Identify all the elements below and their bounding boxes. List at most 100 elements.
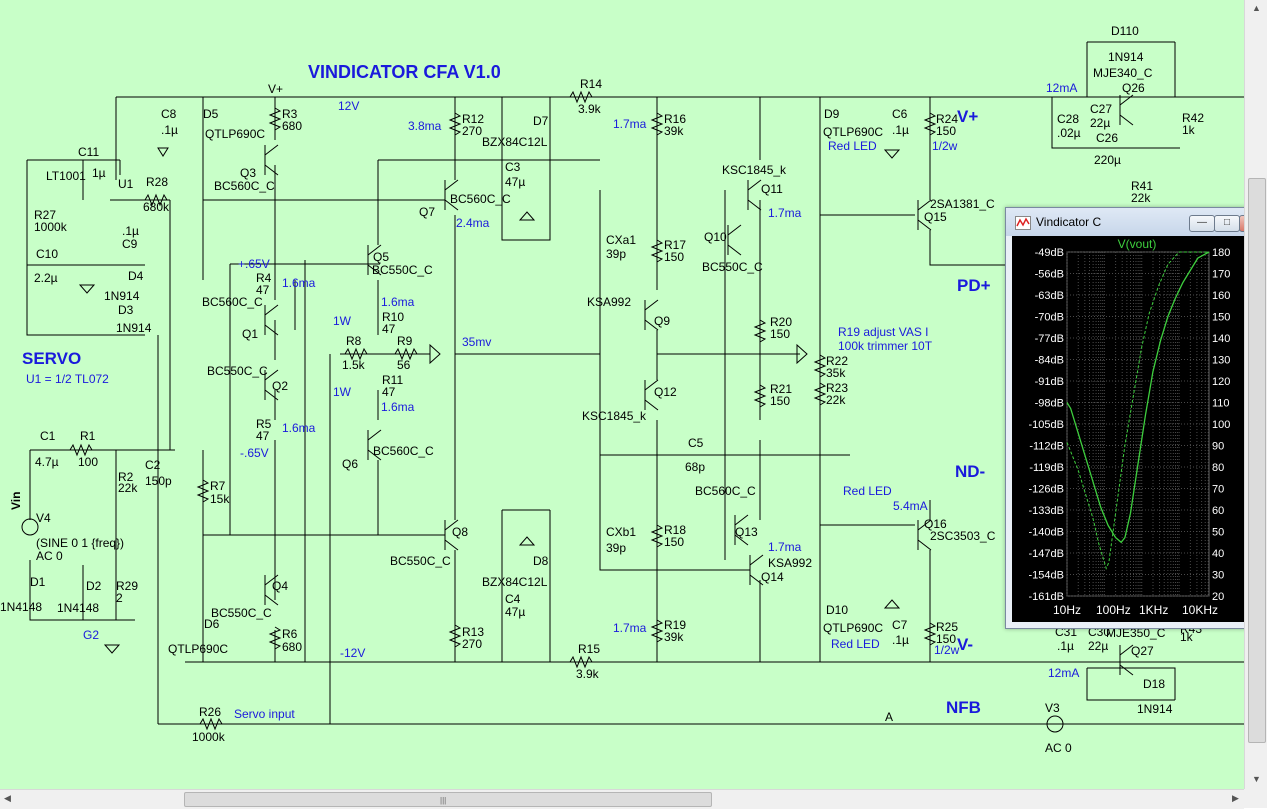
plot-area[interactable]: V(vout) -49dB-56dB-63dB-70dB-77dB-84dB-9… <box>1012 236 1262 622</box>
val-q15: 2SA1381_C <box>930 197 995 211</box>
val-r25: 150 <box>936 632 956 646</box>
annotation: -12V <box>340 646 365 660</box>
horizontal-scroll-thumb[interactable]: ||| <box>184 792 712 807</box>
y-axis-right: 1801701601501401301201101009080706050403… <box>1212 247 1230 603</box>
val-r26: 1000k <box>192 730 226 744</box>
val-r7: 15k <box>210 492 230 506</box>
annotation: Red LED <box>843 484 892 498</box>
ref-r41: R41 <box>1131 179 1153 193</box>
annotations: 12V -12V 3.8ma 2.4ma 1.7ma 1.7ma 1.7ma 1… <box>234 81 1079 721</box>
ref-c27: C27 <box>1090 102 1112 116</box>
horizontal-scrollbar[interactable]: ◀ ||| ▶ <box>0 789 1244 809</box>
ref-r14: R14 <box>580 77 602 91</box>
val-r41: 22k <box>1131 191 1151 205</box>
val-q4: BC550C_C <box>211 606 272 620</box>
val-r10: 47 <box>382 322 396 336</box>
ref-r6: R6 <box>282 627 298 641</box>
val-d18: 1N914 <box>1137 702 1173 716</box>
annotation: 1.6ma <box>381 295 415 309</box>
ref-d3: D3 <box>118 303 134 317</box>
ref-q26: Q26 <box>1122 81 1145 95</box>
ref-d10: D10 <box>826 603 848 617</box>
plot-titlebar[interactable]: Vindicator C — □ ✕ <box>1006 208 1267 236</box>
scroll-right-icon[interactable]: ▶ <box>1232 793 1239 803</box>
y2-tick-label: 140 <box>1212 333 1230 345</box>
y-tick-label: -161dB <box>1029 591 1064 603</box>
val-d8: BZX84C12L <box>482 575 548 589</box>
val-c28: .02µ <box>1057 126 1081 140</box>
ref-v3: V3 <box>1045 701 1060 715</box>
val-c9: .1µ <box>122 224 139 238</box>
y2-tick-label: 60 <box>1212 505 1224 517</box>
y-tick-label: -77dB <box>1035 333 1064 345</box>
annotation: R19 adjust VAS I <box>838 325 929 339</box>
ref-d110: D110 <box>1111 24 1139 38</box>
annotation: 1/2w <box>934 643 960 657</box>
ref-q9: Q9 <box>654 314 670 328</box>
plot-window[interactable]: Vindicator C — □ ✕ V(vout) -49dB-56dB-63… <box>1005 207 1267 629</box>
ref-r11: R11 <box>382 373 403 387</box>
val-q3: BC560C_C <box>214 179 275 193</box>
y-tick-label: -49dB <box>1035 247 1064 259</box>
ref-r3: R3 <box>282 107 298 121</box>
val-c8: .1µ <box>161 123 178 137</box>
bode-plot[interactable]: V(vout) -49dB-56dB-63dB-70dB-77dB-84dB-9… <box>1012 236 1262 622</box>
source-v4-line2: AC 0 <box>36 549 63 563</box>
y2-tick-label: 90 <box>1212 441 1224 453</box>
vertical-scroll-thumb[interactable] <box>1248 178 1266 743</box>
schematic-drawing[interactable]: VINDICATOR CFA V1.0 SERVO U1 = 1/2 TL072… <box>0 0 1244 789</box>
val-r1: 100 <box>78 455 98 469</box>
annotation: 1/2w <box>932 139 958 153</box>
val-r23: 22k <box>826 393 846 407</box>
val-cxb1: 39p <box>606 541 626 555</box>
net-label-nfb: NFB <box>946 698 981 717</box>
restore-button[interactable]: □ <box>1214 215 1240 232</box>
net-label-pdplus: PD+ <box>957 276 991 295</box>
val-r21: 150 <box>770 394 790 408</box>
y2-tick-label: 180 <box>1212 247 1230 259</box>
val-q2: BC550C_C <box>207 364 268 378</box>
ref-r7: R7 <box>210 479 226 493</box>
val-q8: BC550C_C <box>390 554 451 568</box>
val-r15: 3.9k <box>576 667 600 681</box>
ref-d2: D2 <box>86 579 102 593</box>
scroll-up-icon[interactable]: ▲ <box>1252 3 1261 13</box>
net-label-a: A <box>885 710 893 724</box>
val-c30: 22µ <box>1088 639 1108 653</box>
ref-q3: Q3 <box>240 166 256 180</box>
ref-c10: C10 <box>36 247 58 261</box>
ref-r19: R19 <box>664 618 686 632</box>
annotation: 12mA <box>1048 666 1079 680</box>
ref-d9: D9 <box>824 107 840 121</box>
minimize-button[interactable]: — <box>1189 215 1215 232</box>
val-c7: .1µ <box>892 633 909 647</box>
ref-r26: R26 <box>199 705 221 719</box>
x-tick-label: 10Hz <box>1053 603 1081 617</box>
annotation: 100k trimmer 10T <box>838 339 933 353</box>
annotation: 1.7ma <box>613 621 647 635</box>
val-r29: 2 <box>116 591 123 605</box>
ref-d6: D6 <box>204 617 220 631</box>
ref-q14: Q14 <box>761 570 784 584</box>
y2-tick-label: 110 <box>1212 398 1230 410</box>
val-d7: BZX84C12L <box>482 135 548 149</box>
ref-q2: Q2 <box>272 379 288 393</box>
val-r43: 1k <box>1180 630 1194 644</box>
val-c3: 47µ <box>505 175 525 189</box>
ref-r21: R21 <box>770 382 792 396</box>
scroll-left-icon[interactable]: ◀ <box>4 793 11 803</box>
net-label-vplus-small: V+ <box>268 82 283 96</box>
ref-q13: Q13 <box>735 525 758 539</box>
val-c1: 4.7µ <box>35 455 59 469</box>
y-tick-label: -154dB <box>1029 570 1064 582</box>
trace-label: V(vout) <box>1118 237 1157 251</box>
y-tick-label: -133dB <box>1029 505 1064 517</box>
annotation: Red LED <box>831 637 880 651</box>
scroll-down-icon[interactable]: ▼ <box>1252 774 1261 784</box>
ref-r9: R9 <box>397 334 413 348</box>
vertical-scrollbar[interactable]: ▲ ▼ <box>1244 0 1267 789</box>
val-r22: 35k <box>826 366 846 380</box>
ref-r4: R4 <box>256 271 272 285</box>
val-c26: 220µ <box>1094 153 1121 167</box>
val-d3: 1N914 <box>116 321 152 335</box>
